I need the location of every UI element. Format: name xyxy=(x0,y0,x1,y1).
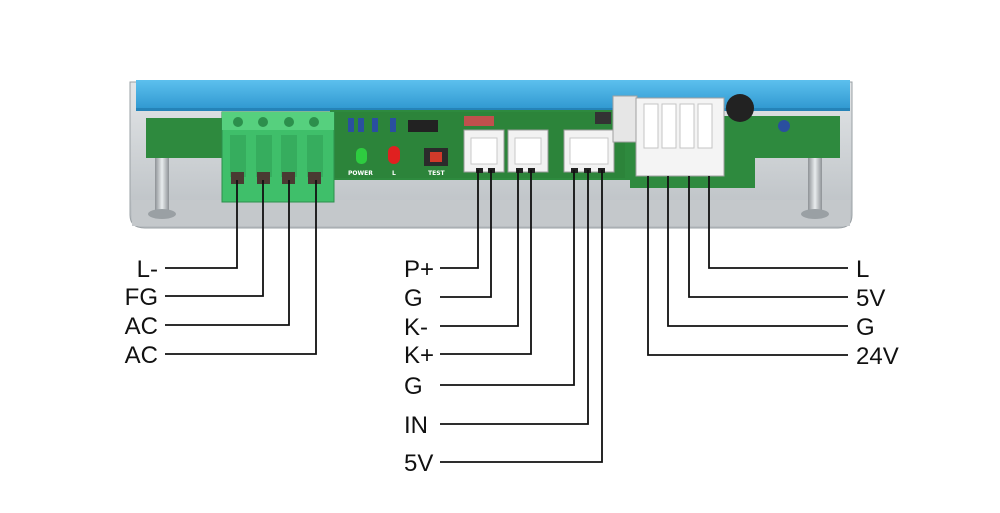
lead-24v xyxy=(647,176,848,356)
lead-lines xyxy=(165,170,848,463)
power-connector xyxy=(612,95,725,177)
label-5v-1: 5V xyxy=(404,450,433,477)
label-fg: FG xyxy=(125,284,158,311)
lead-k-minus xyxy=(440,170,519,327)
lead-5v-2 xyxy=(688,176,848,298)
label-g-2: G xyxy=(404,373,423,400)
label-k-minus: K- xyxy=(404,314,428,341)
lead-in xyxy=(440,170,589,425)
lead-ac-1 xyxy=(165,180,290,326)
label-l-minus: L- xyxy=(137,256,158,283)
label-k-plus: K+ xyxy=(404,342,434,369)
lead-g-1 xyxy=(440,170,492,298)
lead-g-3 xyxy=(667,176,848,327)
label-g-1: G xyxy=(404,285,423,312)
label-p-plus: P+ xyxy=(404,256,434,283)
ac-terminal-block xyxy=(221,111,335,203)
silkscreen-test: TEST xyxy=(428,170,446,177)
lead-g-2 xyxy=(440,170,575,386)
lead-ac-2 xyxy=(165,180,317,355)
lead-5v-1 xyxy=(440,170,603,463)
ac-terminal-labels: L- FG AC AC xyxy=(125,256,158,369)
status-led xyxy=(388,146,400,164)
test-button[interactable] xyxy=(424,148,448,166)
label-in: IN xyxy=(404,412,428,439)
label-l: L xyxy=(856,256,869,283)
power-led xyxy=(356,148,367,164)
label-ac-1: AC xyxy=(125,313,158,340)
lead-l-minus xyxy=(165,180,238,269)
connector-3 xyxy=(563,129,615,173)
label-5v-2: 5V xyxy=(856,285,885,312)
lead-l xyxy=(708,176,848,269)
lead-p-plus xyxy=(440,170,479,269)
silkscreen-l: L xyxy=(392,170,396,177)
label-ac-2: AC xyxy=(125,342,158,369)
lead-fg xyxy=(165,180,264,297)
label-g-3: G xyxy=(856,314,875,341)
connector-1 xyxy=(463,129,505,173)
lead-k-plus xyxy=(440,170,532,355)
connector-2 xyxy=(507,129,549,173)
silkscreen-power: POWER xyxy=(348,170,373,177)
control-connector-labels: P+ G K- K+ G IN 5V xyxy=(404,256,434,477)
power-connector-labels: L 5V G 24V xyxy=(856,256,899,370)
label-24v: 24V xyxy=(856,343,899,370)
